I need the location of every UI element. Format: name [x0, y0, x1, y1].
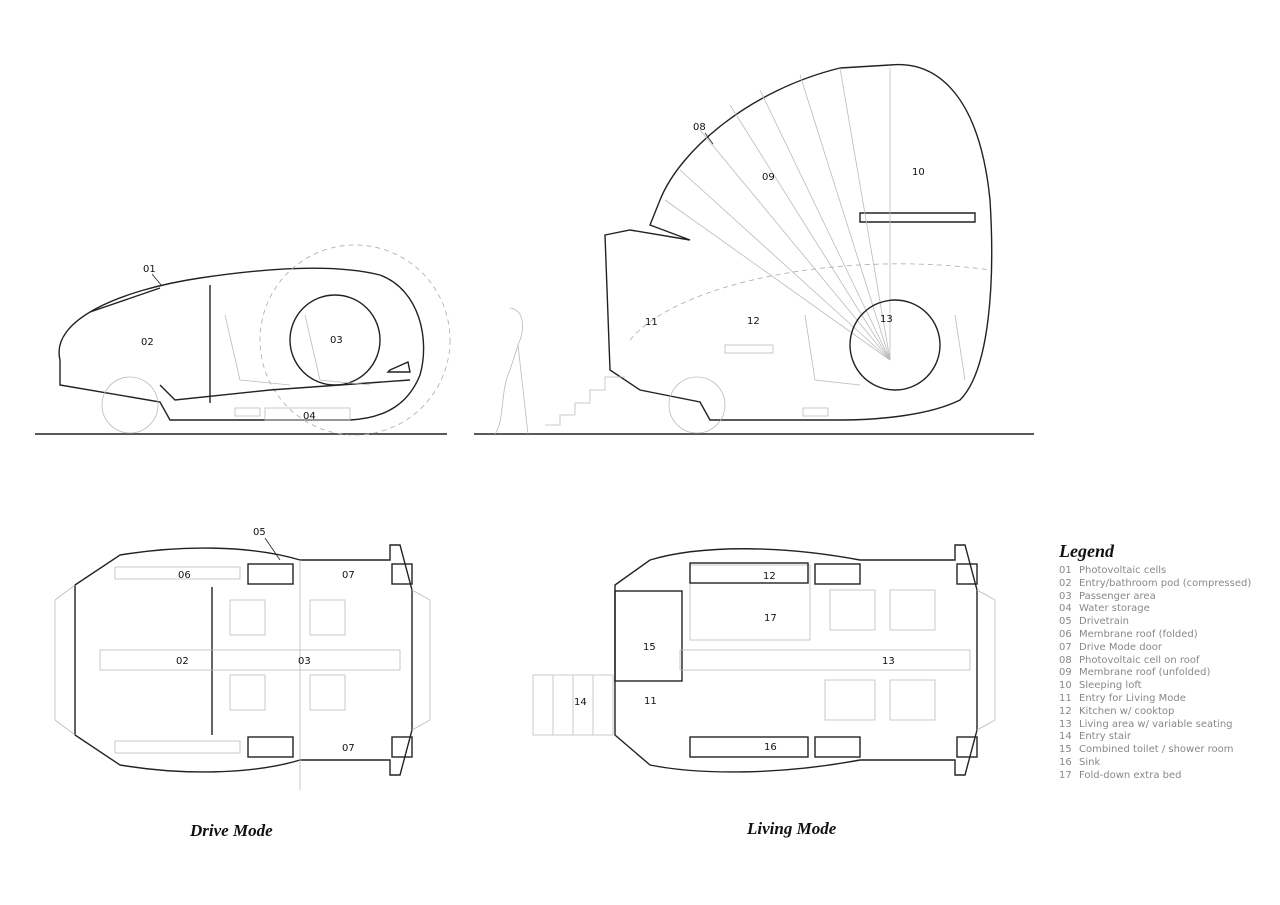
callout-03: 03	[298, 656, 311, 667]
legend: Legend 01 Photovoltaic cells 02 Entry/bathr…	[1059, 541, 1251, 783]
legend-item-label: Sleeping loft	[1079, 680, 1142, 692]
legend-item: 01 Photovoltaic cells	[1059, 565, 1251, 578]
legend-item-number: 02	[1059, 577, 1072, 589]
living-mode-side-elevation	[474, 63, 1034, 435]
callout-13: 13	[882, 656, 895, 667]
legend-item-number: 12	[1059, 705, 1072, 717]
legend-item-label: Fold-down extra bed	[1079, 769, 1182, 781]
legend-item-label: Drive Mode door	[1079, 641, 1162, 653]
callout-10: 10	[912, 167, 925, 178]
legend-item: 15 Combined toilet / shower room	[1059, 744, 1251, 757]
callout-11: 11	[644, 696, 657, 707]
callout-17: 17	[764, 613, 777, 624]
callout-01: 01	[143, 264, 156, 275]
legend-item-label: Membrane roof (folded)	[1079, 628, 1198, 640]
legend-item: 03 Passenger area	[1059, 591, 1251, 604]
legend-item-label: Photovoltaic cells	[1079, 565, 1167, 576]
legend-item-label: Kitchen w/ cooktop	[1079, 705, 1175, 717]
living-body-outline	[604, 63, 993, 421]
callout-16: 16	[764, 742, 777, 753]
legend-item: 12 Kitchen w/ cooktop	[1059, 706, 1251, 719]
callout-08: 08	[693, 122, 706, 133]
human-figure	[494, 307, 529, 435]
legend-item-label: Entry stair	[1079, 731, 1131, 743]
legend-item-number: 09	[1059, 667, 1072, 679]
legend-item-label: Passenger area	[1079, 590, 1156, 602]
legend-item: 04 Water storage	[1059, 603, 1251, 616]
legend-item-number: 10	[1059, 680, 1072, 692]
legend-item-label: Entry/bathroom pod (compressed)	[1079, 577, 1252, 589]
callout-12: 12	[747, 316, 760, 327]
legend-item: 06 Membrane roof (folded)	[1059, 629, 1251, 642]
legend-item-number: 15	[1059, 744, 1072, 756]
legend-item: 17 Fold-down extra bed	[1059, 770, 1251, 783]
drive-mode-plan	[54, 544, 431, 790]
living-mode-plan	[532, 544, 996, 776]
callout-15: 15	[643, 642, 656, 653]
legend-item-label: Photovoltaic cell on roof	[1079, 654, 1200, 666]
callout-09: 09	[762, 172, 775, 183]
legend-title: Legend	[1059, 541, 1114, 561]
legend-item: 11 Entry for Living Mode	[1059, 693, 1251, 706]
callout-14: 14	[574, 697, 587, 708]
front-wheel	[101, 376, 159, 434]
living-mode-title: Living Mode	[747, 819, 837, 838]
legend-item: 07 Drive Mode door	[1059, 642, 1251, 655]
callout-05: 05	[253, 527, 266, 538]
legend-item: 10 Sleeping loft	[1059, 680, 1251, 693]
sleeping-loft-platform	[859, 212, 976, 223]
legend-item: 14 Entry stair	[1059, 731, 1251, 744]
legend-item-number: 11	[1059, 692, 1072, 704]
callout-02: 02	[176, 656, 189, 667]
legend-item: 05 Drivetrain	[1059, 616, 1251, 629]
living-plan-outline	[614, 544, 978, 776]
legend-item: 16 Sink	[1059, 757, 1251, 770]
legend-item-label: Sink	[1079, 756, 1101, 768]
legend-item-number: 13	[1059, 718, 1072, 730]
callout-07: 07	[342, 570, 355, 581]
entry-stair	[545, 376, 625, 426]
callout-04: 04	[303, 411, 316, 422]
legend-item: 13 Living area w/ variable seating	[1059, 719, 1251, 732]
legend-item-number: 17	[1059, 769, 1072, 781]
legend-item-label: Drivetrain	[1079, 616, 1129, 628]
callout-07: 07	[342, 743, 355, 754]
legend-item-label: Water storage	[1079, 603, 1150, 615]
callout-02: 02	[141, 337, 154, 348]
drive-plan-outline	[74, 544, 413, 776]
legend-item-number: 14	[1059, 731, 1072, 743]
legend-item-label: Entry for Living Mode	[1079, 692, 1186, 704]
toilet-shower-room	[614, 590, 683, 682]
legend-item-number: 03	[1059, 590, 1072, 602]
callout-13: 13	[880, 314, 893, 325]
legend-item-number: 07	[1059, 641, 1072, 653]
drive-mode-side-elevation	[35, 244, 451, 436]
legend-item-number: 05	[1059, 616, 1072, 628]
legend-item-number: 04	[1059, 603, 1072, 615]
membrane-fold-lines	[664, 67, 891, 361]
legend-item-number: 16	[1059, 756, 1072, 768]
callout-03: 03	[330, 335, 343, 346]
legend-item-label: Membrane roof (unfolded)	[1079, 667, 1211, 679]
legend-item-label: Combined toilet / shower room	[1079, 744, 1234, 756]
callout-12: 12	[763, 571, 776, 582]
callout-06: 06	[178, 570, 191, 581]
legend-item: 02 Entry/bathroom pod (compressed)	[1059, 578, 1251, 591]
drive-body-outline	[58, 267, 425, 421]
legend-item: 09 Membrane roof (unfolded)	[1059, 667, 1251, 680]
legend-item: 08 Photovoltaic cell on roof	[1059, 655, 1251, 668]
legend-item-number: 08	[1059, 654, 1072, 666]
legend-item-number: 01	[1059, 565, 1072, 576]
legend-item-number: 06	[1059, 628, 1072, 640]
drive-mode-title: Drive Mode	[190, 821, 273, 840]
legend-item-label: Living area w/ variable seating	[1079, 718, 1233, 730]
callout-11: 11	[645, 317, 658, 328]
